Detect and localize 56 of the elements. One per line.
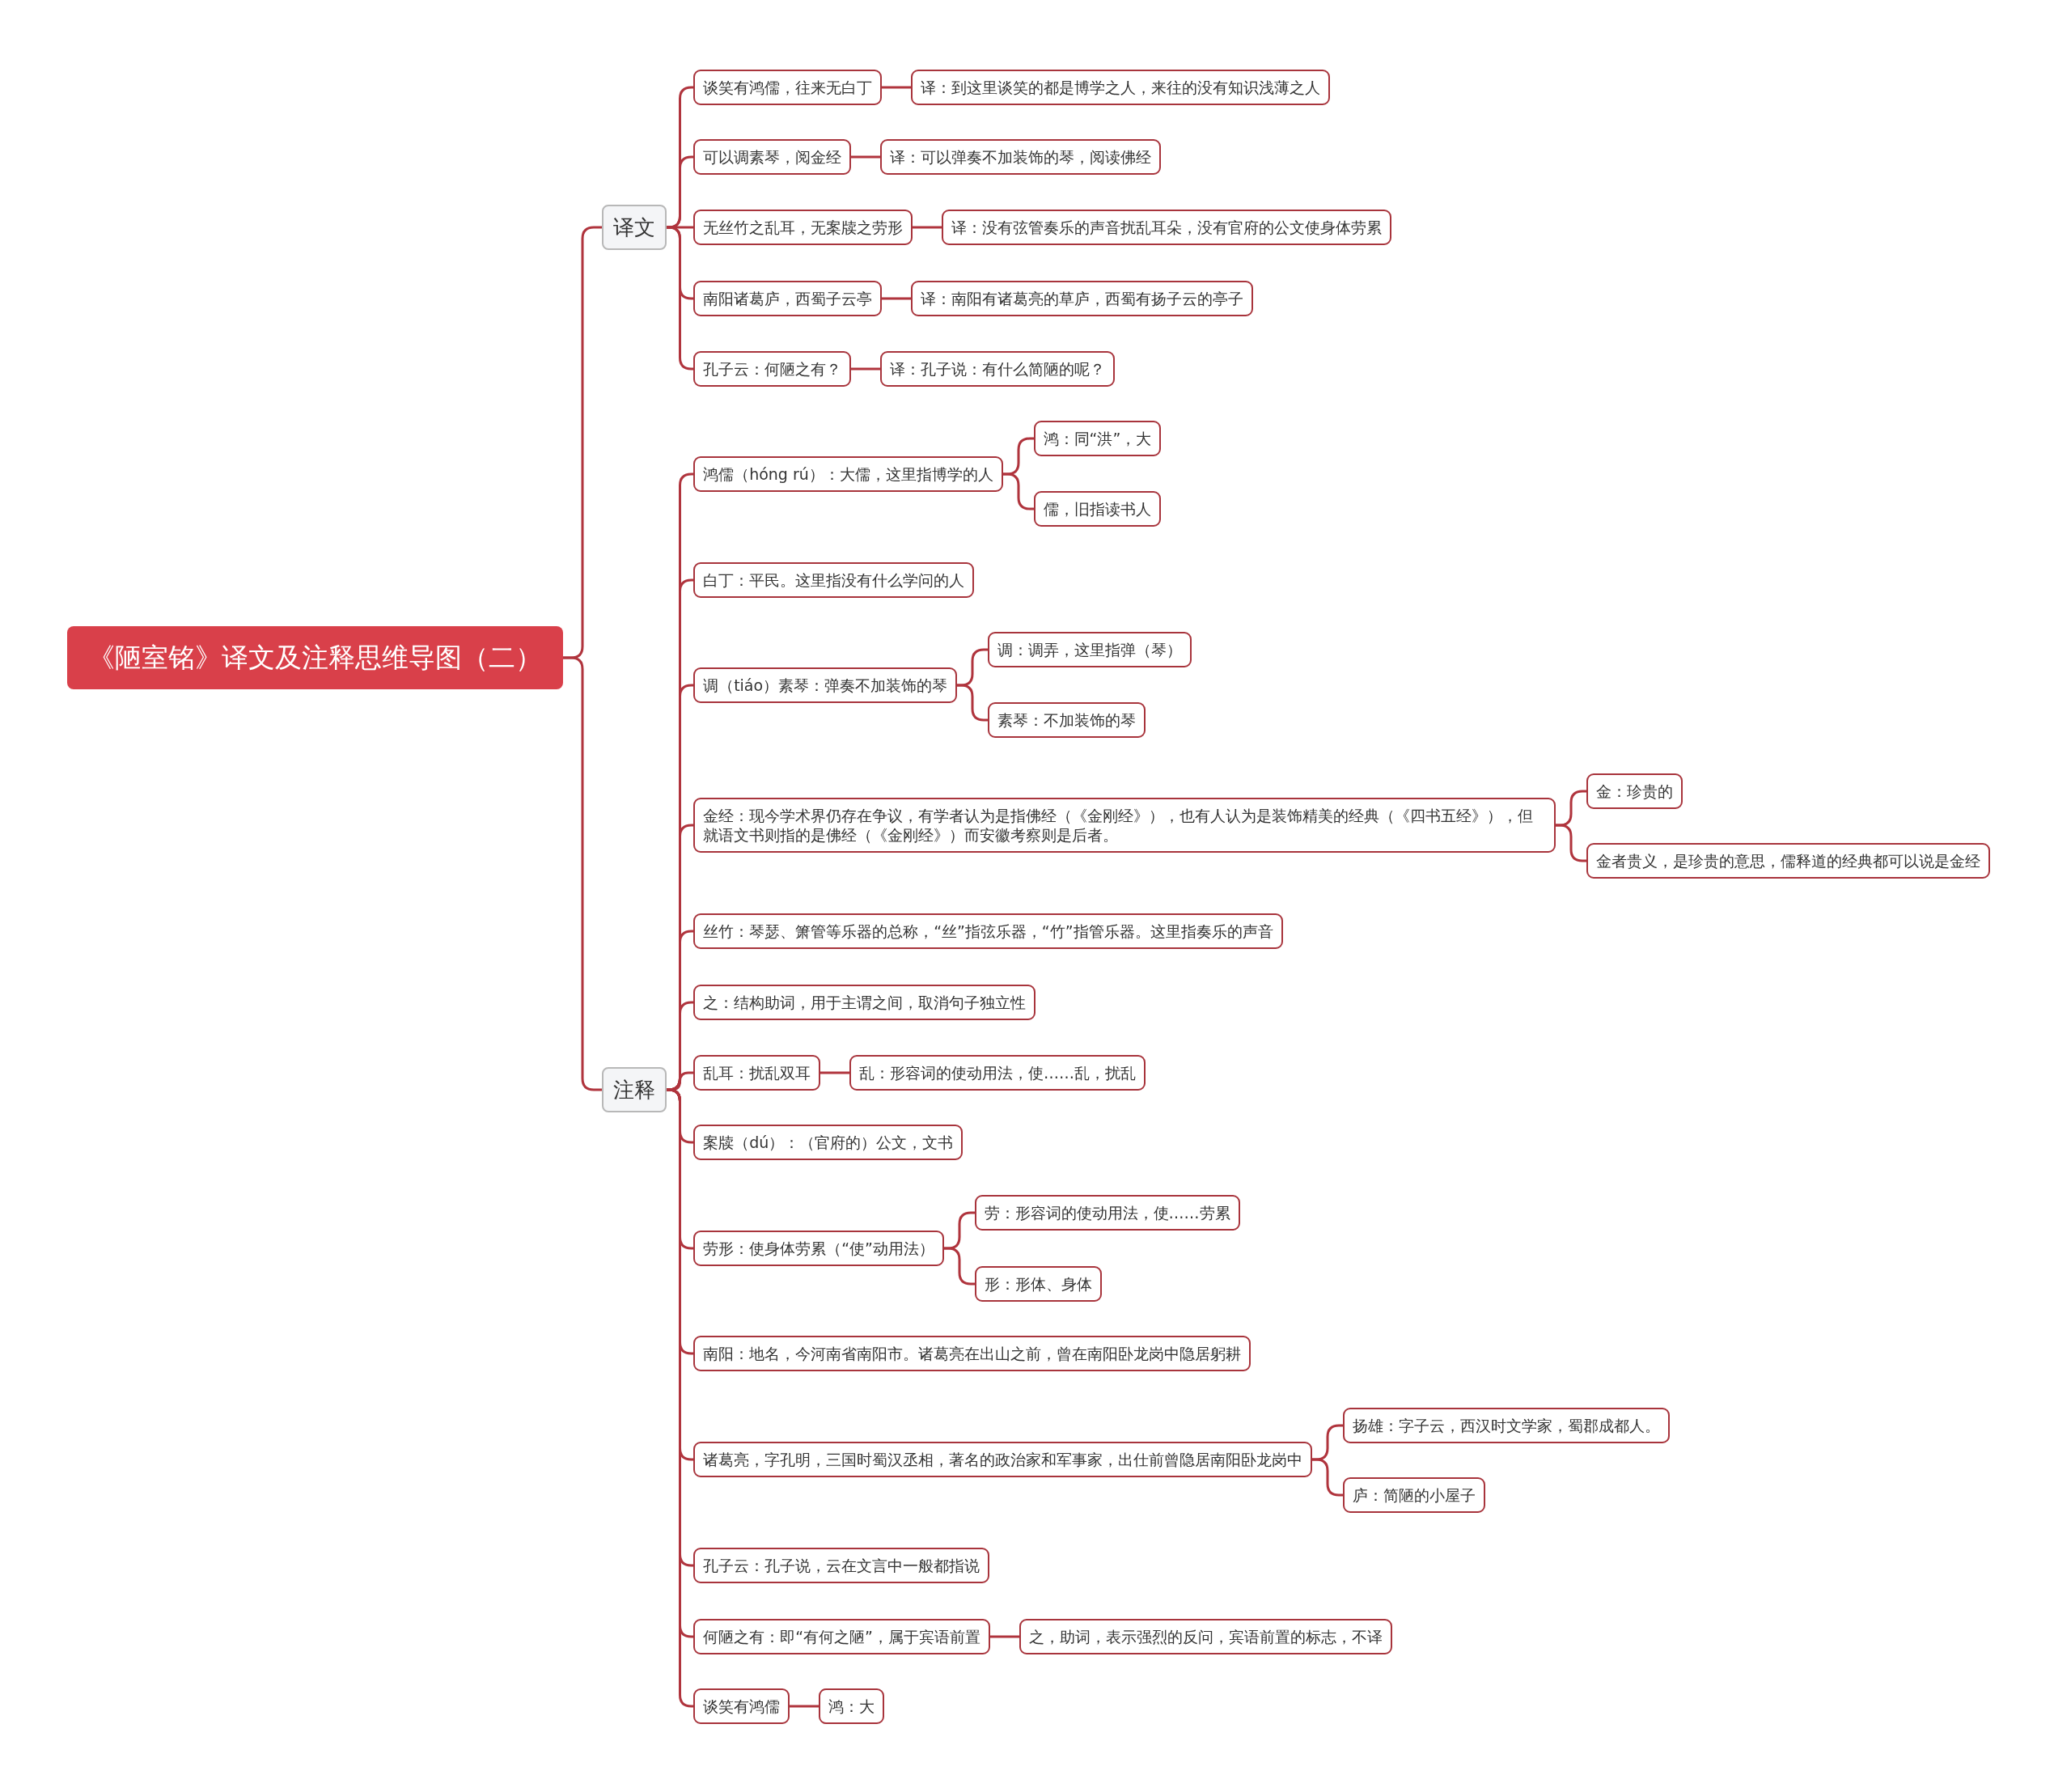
topic-box: 白丁：平民。这里指没有什么学问的人 (693, 561, 975, 598)
connector-line (667, 155, 693, 229)
central-topic-box: 《陋室铭》译文及注释思维导图（二） (67, 626, 564, 690)
topic-box: 之，助词，表示强烈的反问，宾语前置的标志，不译 (1019, 1618, 1392, 1654)
topic-box: 何陋之有：即“有何之陋”，属于宾语前置 (693, 1618, 990, 1654)
connector-line (944, 1247, 975, 1286)
topic-box: 谈笑有鸿儒，往来无白丁 (693, 69, 883, 105)
connector-line (563, 656, 602, 1091)
topic-box: 扬雄：字子云，西汉时文学家，蜀郡成都人。 (1342, 1407, 1670, 1443)
topic-box: 劳：形容词的使动用法，使……劳累 (974, 1194, 1240, 1231)
topic-box: 无丝竹之乱耳，无案牍之劳形 (693, 209, 913, 245)
topic-box: 金：珍贵的 (1586, 773, 1683, 809)
topic-box: 孔子云：孔子说，云在文言中一般都指说 (693, 1547, 990, 1583)
topic-box: 译：没有弦管奏乐的声音扰乱耳朵，没有官府的公文使身体劳累 (941, 209, 1391, 245)
connector-line (1556, 824, 1586, 862)
topic-box: 金经：现今学术界仍存在争议，有学者认为是指佛经（《金刚经》），也有人认为是装饰精美的经典（《四书五经》），但就语文书则指的是佛经（《金刚经》）而安徽考察则是后者。 (693, 798, 1556, 854)
topic-box: 调：调弄，这里指弹（琴） (987, 632, 1192, 668)
connector-line (1312, 1458, 1343, 1497)
connector-line (820, 1071, 849, 1074)
branch-topic-box: 注释 (602, 1066, 667, 1112)
connector-line (851, 367, 880, 371)
topic-box: 鸿儒（hóng rú）：大儒，这里指博学的人 (693, 456, 1003, 493)
topic-box: 南阳：地名，今河南省南阳市。诸葛亮在出山之前，曾在南阳卧龙岗中隐居躬耕 (693, 1336, 1251, 1372)
topic-box: 译：到这里谈笑的都是博学之人，来往的没有知识浅薄之人 (910, 69, 1330, 105)
topic-box: 乱耳：扰乱双耳 (693, 1054, 821, 1091)
branch-topic-box: 译文 (602, 204, 667, 250)
connector-line (882, 297, 911, 300)
topic-box: 素琴：不加装饰的琴 (987, 701, 1146, 738)
topic-box: 形：形体、身体 (974, 1265, 1102, 1302)
topic-box: 译：孔子说：有什么简陋的呢？ (879, 350, 1115, 387)
topic-box: 调（tiáo）素琴：弹奏不加装饰的琴 (693, 667, 958, 704)
topic-box: 丝竹：琴瑟、箫管等乐器的总称，“丝”指弦乐器，“竹”指管乐器。这里指奏乐的声音 (693, 913, 1283, 949)
topic-box: 谈笑有鸿儒 (693, 1688, 790, 1725)
topic-box: 儒，旧指读书人 (1033, 490, 1161, 527)
topic-box: 译：南阳有诸葛亮的草庐，西蜀有扬子云的亭子 (910, 280, 1253, 316)
connector-line (882, 86, 911, 89)
connector-line (851, 155, 880, 159)
topic-box: 金者贵义，是珍贵的意思，儒释道的经典都可以说是金经 (1586, 843, 1990, 879)
topic-box: 乱：形容词的使动用法，使……乱，扰乱 (849, 1054, 1146, 1091)
topic-box: 可以调素琴，阅金经 (693, 139, 852, 176)
connector-line (1003, 472, 1034, 510)
topic-box: 劳形：使身体劳累（“使”动用法） (693, 1230, 944, 1266)
topic-box: 鸿：大 (818, 1688, 884, 1725)
connector-line (790, 1705, 819, 1708)
connector-line (913, 226, 942, 229)
topic-box: 南阳诸葛庐，西蜀子云亭 (693, 280, 883, 316)
topic-box: 鸿：同“洪”，大 (1033, 421, 1162, 457)
connector-line (667, 1001, 693, 1091)
connector-line (957, 684, 988, 722)
topic-box: 之：结构助词，用于主谓之间，取消句子独立性 (693, 985, 1036, 1021)
topic-box: 案牍（dú）：（官府的）公文，文书 (693, 1125, 964, 1161)
topic-box: 诸葛亮，字孔明，三国时蜀汉丞相，著名的政治家和军事家，出仕前曾隐居南阳卧龙岗中 (693, 1442, 1313, 1478)
topic-box: 译：可以弹奏不加装饰的琴，阅读佛经 (879, 139, 1161, 176)
topic-box: 孔子云：何陋之有？ (693, 350, 852, 387)
connector-line (990, 1635, 1019, 1638)
topic-box: 庐：简陋的小屋子 (1342, 1477, 1485, 1514)
